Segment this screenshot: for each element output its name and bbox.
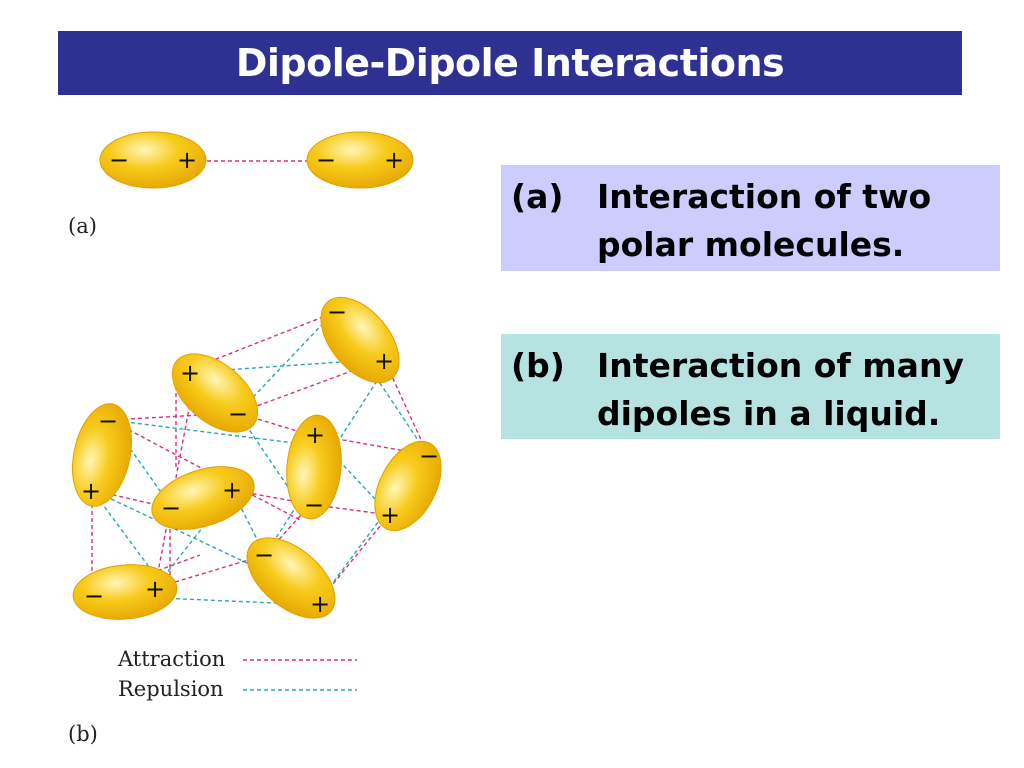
molecule-b6 [374,440,442,532]
molecule-b3 [72,403,132,507]
minus-sign: − [98,407,118,435]
panel-b-label: (b) [68,722,98,746]
plus-sign: + [380,501,400,529]
molecule-b4 [151,466,255,530]
plus-sign: + [384,146,404,174]
repulsion-line [264,369,385,556]
repulsion-line [109,419,311,446]
molecule-b1 [320,296,400,384]
minus-sign: − [109,146,129,174]
caption-a-line2: polar molecules. [597,225,905,264]
minus-sign: − [304,491,324,519]
caption-a-text: Interaction of two polar molecules. [597,173,992,269]
molecule-b5 [286,414,342,520]
plus-sign: + [81,477,101,505]
minus-sign: − [161,494,181,522]
title-bar: Dipole-Dipole Interactions [58,31,962,95]
plus-sign: + [222,476,242,504]
legend-attraction-label: Attraction [117,647,225,671]
panel-a: − + − + (a) [68,131,414,238]
panel-a-label: (a) [68,214,97,238]
legend: Attraction Repulsion [117,647,357,701]
minus-sign: − [419,442,439,470]
caption-a-tag: (a) [511,177,564,216]
molecule-a1: − + [99,131,207,189]
molecule-a2: − + [306,131,414,189]
attraction-line [314,434,429,456]
caption-b-text: Interaction of many dipoles in a liquid. [597,342,992,438]
minus-sign: − [254,541,274,569]
plus-sign: + [180,359,200,387]
dipole-diagram: − + − + (a) [68,131,442,746]
molecule-b2 [171,353,259,433]
panel-b: − + + − − + − + + − − + − + [68,296,442,746]
plus-sign: + [310,590,330,618]
minus-sign: − [316,146,336,174]
minus-sign: − [327,298,347,326]
attraction-line [195,312,334,368]
attraction-line [237,412,311,436]
caption-b-tag: (b) [511,346,565,385]
plus-sign: + [374,347,394,375]
caption-b-line1: Interaction of many [597,346,964,385]
repulsion-line [231,489,266,556]
caption-a-line1: Interaction of two [597,177,932,216]
attraction-line [154,554,266,589]
slide-title: Dipole-Dipole Interactions [235,41,785,85]
molecule-b8 [246,537,336,619]
caption-b: (b) Interaction of many dipoles in a liq… [501,334,1000,439]
caption-b-line2: dipoles in a liquid. [597,394,941,433]
plus-sign: + [305,421,325,449]
legend-repulsion-label: Repulsion [118,677,224,701]
minus-sign: − [228,400,248,428]
molecule-b7 [72,564,178,620]
plus-sign: + [177,146,197,174]
caption-a: (a) Interaction of two polar molecules. [501,165,1000,271]
minus-sign: − [84,582,104,610]
plus-sign: + [145,575,165,603]
